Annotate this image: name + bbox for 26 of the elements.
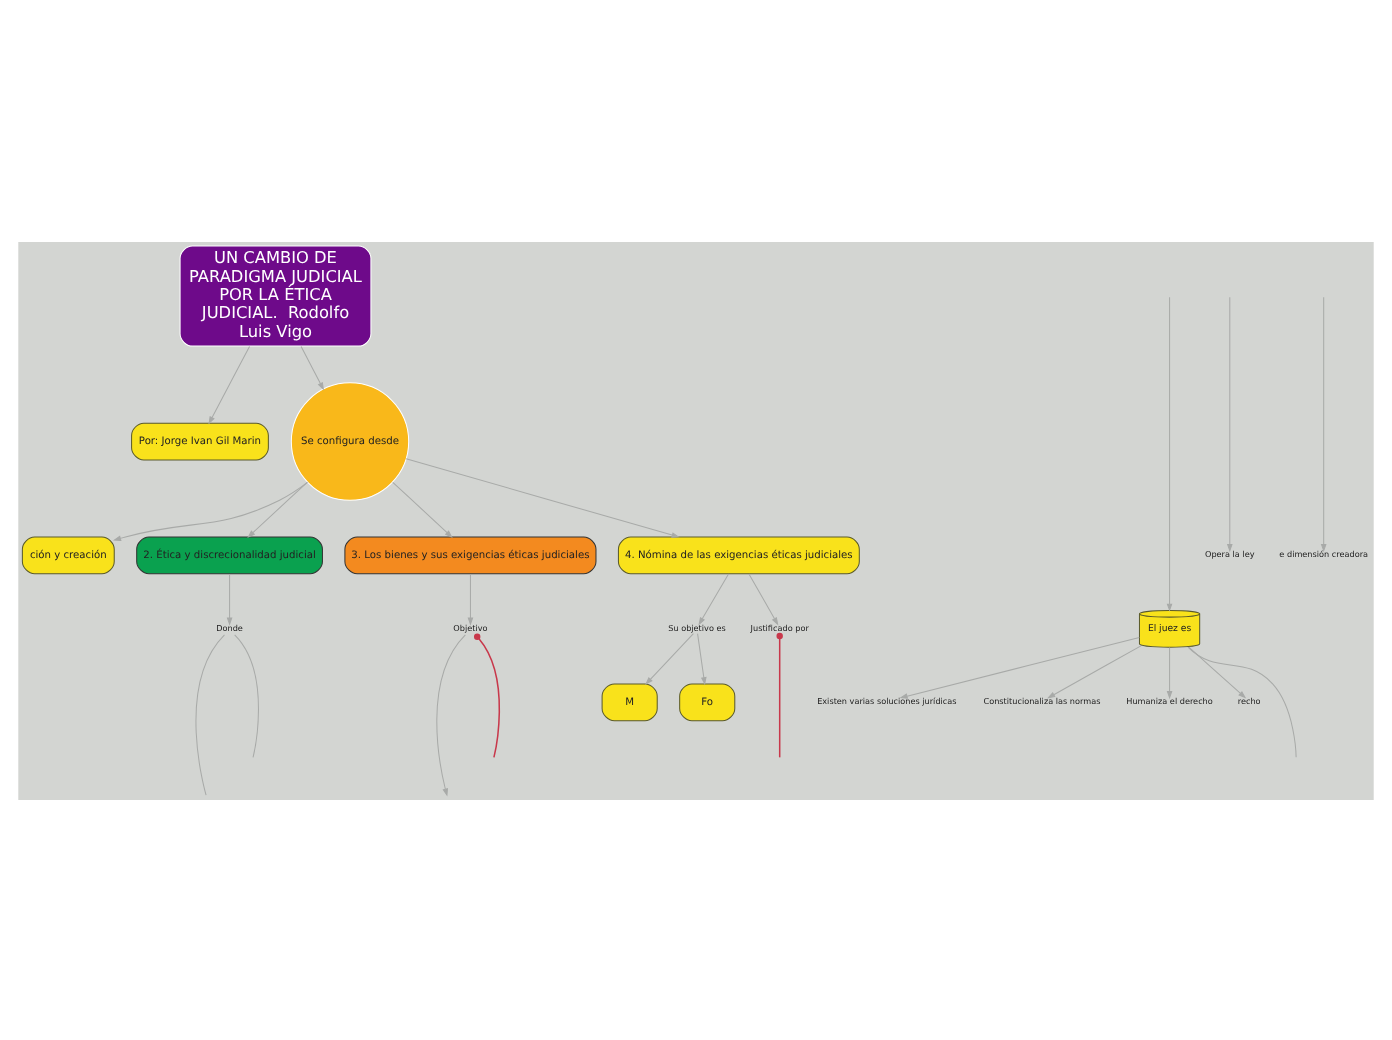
arrow — [208, 344, 250, 424]
connector — [478, 636, 501, 758]
arrow — [1047, 644, 1142, 698]
arrow — [467, 572, 474, 625]
arrow — [645, 632, 694, 684]
arrow — [1188, 645, 1247, 698]
arrow — [392, 480, 453, 537]
arrow — [226, 572, 233, 625]
connector — [778, 636, 781, 758]
arrow — [300, 344, 325, 390]
arrow — [405, 457, 680, 537]
arrow — [112, 480, 308, 540]
arrow — [698, 572, 730, 625]
connector — [234, 633, 259, 757]
arrow — [1226, 295, 1233, 552]
arrow — [1166, 646, 1173, 699]
connector — [1187, 645, 1297, 757]
arrow — [1320, 295, 1327, 552]
arrow — [436, 633, 466, 796]
arrow — [697, 632, 707, 685]
arrow — [247, 480, 308, 537]
arrow — [1166, 295, 1173, 611]
arrow — [899, 635, 1140, 698]
node-box: UN CAMBIO DE PARADIGMA JUDICIAL POR LA ÉTICA JUDICIAL. Rodolfo Luis Vigo — [179, 244, 372, 346]
connector — [195, 633, 225, 795]
arrow — [748, 572, 779, 625]
